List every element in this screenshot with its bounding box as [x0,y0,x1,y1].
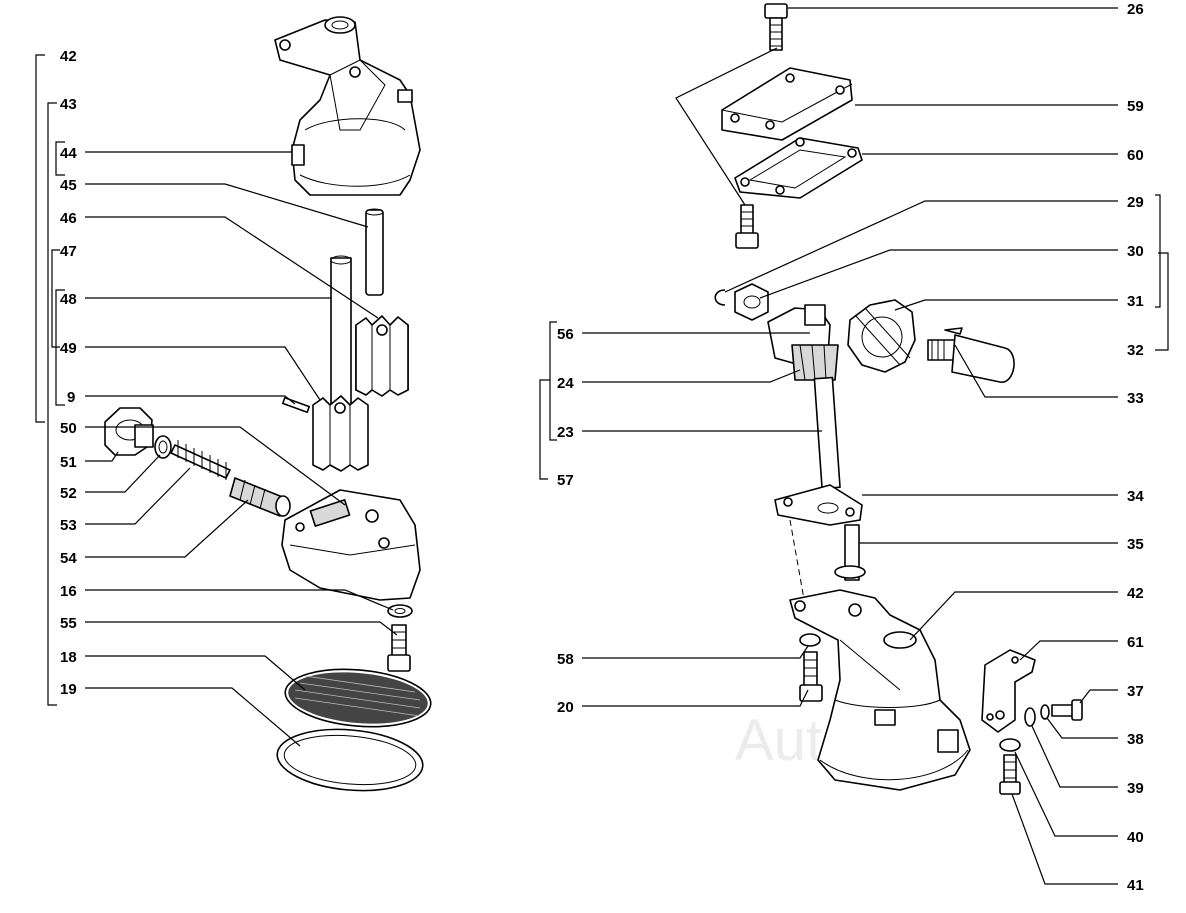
label-41: 41 [1127,877,1144,894]
plug-51 [104,407,154,456]
washer-38 [1040,704,1050,720]
bottom-left-labels: 58 20 [557,651,574,716]
shaft-23 [813,376,841,490]
shaft-33 [927,327,1015,383]
pin-45 [365,209,384,296]
label-19: 19 [60,681,77,698]
label-29: 29 [1127,194,1144,211]
label-57: 57 [557,472,574,489]
bolt-26-lower [735,204,759,249]
gasket-60 [734,137,863,199]
label-30: 30 [1127,243,1144,260]
label-37: 37 [1127,683,1144,700]
washer-52 [154,435,172,459]
right-top-labels: 26 59 60 29 30 31 32 33 [1127,1,1144,407]
screen-18 [284,668,432,728]
housing-50 [281,489,421,601]
pump-body-upper [274,16,421,196]
label-51: 51 [60,454,77,471]
label-47: 47 [60,243,77,260]
nut-30 [734,283,769,321]
label-33: 33 [1127,390,1144,407]
label-34: 34 [1127,488,1144,505]
label-59: 59 [1127,98,1144,115]
label-39: 39 [1127,780,1144,797]
label-53: 53 [60,517,77,534]
alignment-dashed-line [789,519,806,606]
gear-24 [767,304,839,381]
label-43: 43 [60,96,77,113]
right-pump-assembly [714,3,1083,795]
pin-9 [281,396,311,414]
bolt-26 [764,3,788,51]
gear-49 [312,395,369,472]
gear-31 [847,299,916,373]
right-bracket-lines [539,194,1169,480]
label-58: 58 [557,651,574,668]
plate-34 [774,484,863,526]
left-bracket-lines [35,54,65,706]
label-40: 40 [1127,829,1144,846]
right-leader-lines [582,7,1118,885]
label-56: 56 [557,326,574,343]
right-bottom-labels: 34 35 42 61 37 38 39 40 41 [1127,488,1144,894]
label-61: 61 [1127,634,1144,651]
bolt-20 [799,651,823,702]
label-20: 20 [557,699,574,716]
left-leader-lines [85,151,398,747]
label-55: 55 [60,615,77,632]
label-42: 42 [60,48,77,65]
gear-46 [355,315,409,397]
label-16: 16 [60,583,77,600]
washer-58 [799,633,821,647]
label-54: 54 [60,550,77,567]
label-9: 9 [67,389,75,406]
label-23: 23 [557,424,574,441]
mid-labels: 56 24 23 57 [557,326,574,489]
label-48: 48 [60,291,77,308]
bolt-41 [999,754,1021,795]
label-45: 45 [60,177,77,194]
label-35: 35 [1127,536,1144,553]
spring-53 [170,440,231,480]
label-52: 52 [60,485,77,502]
label-42-right: 42 [1127,585,1144,602]
bolt-37 [1051,699,1083,721]
ring-19 [276,728,424,792]
cover-59 [721,67,853,141]
washer-16 [387,604,413,618]
label-24: 24 [557,375,574,392]
label-50: 50 [60,420,77,437]
label-26: 26 [1127,1,1144,18]
label-44: 44 [60,145,77,162]
label-46: 46 [60,210,77,227]
washer-39 [1024,707,1036,727]
bolt-55 [387,624,411,672]
bracket-61 [981,649,1036,733]
pump-body-42 [789,565,971,791]
shaft-48 [330,257,352,409]
label-49: 49 [60,340,77,357]
left-labels: 42 43 44 45 46 47 48 49 9 50 51 52 53 54… [60,48,77,698]
label-31: 31 [1127,293,1144,310]
clip-29 [714,289,726,306]
label-32: 32 [1127,342,1144,359]
label-18: 18 [60,649,77,666]
left-pump-assembly [104,16,432,792]
washer-40 [999,738,1021,752]
label-38: 38 [1127,731,1144,748]
label-60: 60 [1127,147,1144,164]
piston-54 [229,477,291,517]
